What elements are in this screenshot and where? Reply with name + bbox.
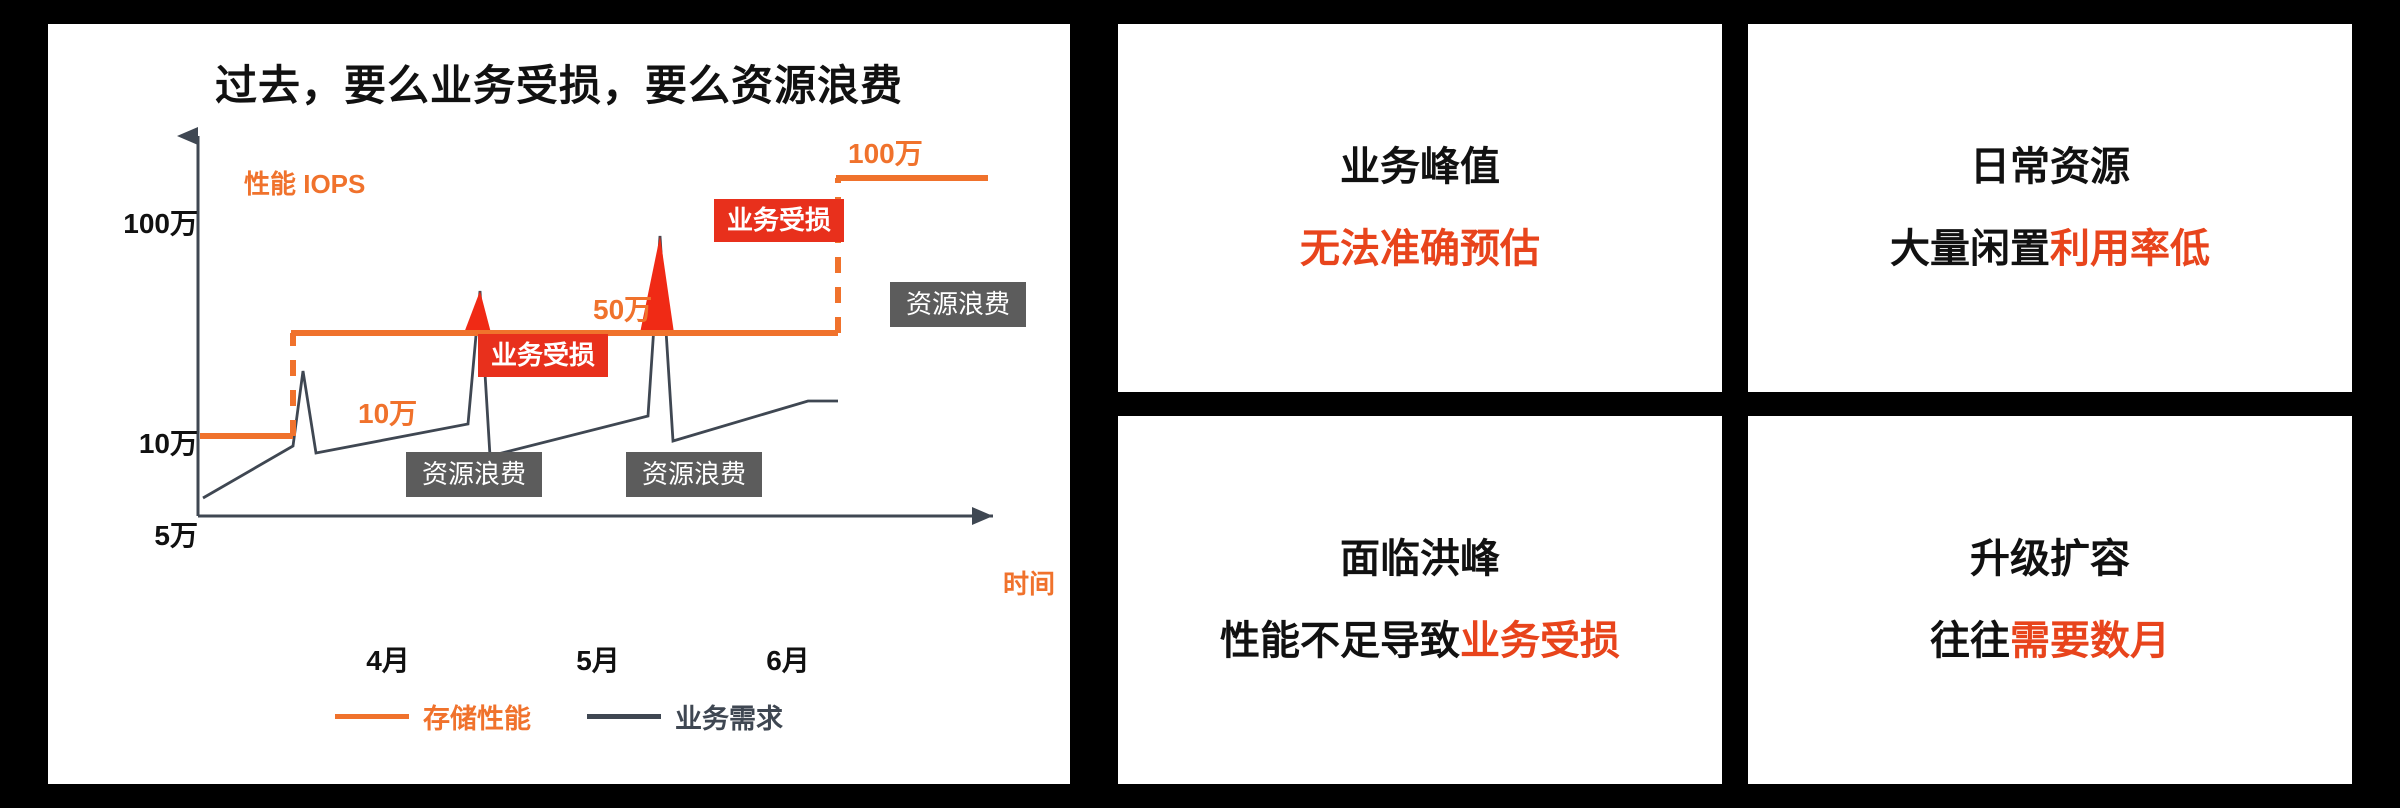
chart-plot-area	[48, 116, 1070, 676]
legend-swatch-dark-icon	[587, 714, 661, 719]
value-label-10w: 10万	[358, 398, 418, 429]
card-title-daily-resource: 日常资源	[1970, 145, 2130, 189]
card-body-business-peak: 无法准确预估	[1300, 227, 1540, 271]
card-daily-resource: 日常资源 大量闲置利用率低	[1748, 24, 2352, 392]
legend-swatch-orange-icon	[335, 714, 409, 719]
card-title-business-peak: 业务峰值	[1340, 145, 1500, 189]
card-business-peak: 业务峰值 无法准确预估	[1118, 24, 1722, 392]
legend-label-demand: 业务需求	[675, 704, 783, 734]
value-label-100w: 100万	[848, 138, 923, 169]
value-label-50w: 50万	[593, 294, 653, 325]
x-tick-jun: 6月	[766, 645, 810, 676]
y-tick-5w: 5万	[154, 520, 198, 551]
y-tick-100w: 100万	[123, 208, 198, 239]
chart-legend: 存储性能 业务需求	[48, 697, 1070, 736]
legend-item-storage: 存储性能	[335, 697, 531, 736]
card-body-highlight-peak-flood: 业务受损	[1460, 619, 1620, 663]
card-body-plain-upgrade-expand: 往往	[1930, 619, 2010, 663]
card-body-highlight-daily-resource: 利用率低	[2050, 227, 2210, 271]
card-body-plain-peak-flood: 性能不足导致	[1220, 619, 1460, 663]
loss-area-2	[640, 236, 674, 333]
chart-panel: 过去，要么业务受损，要么资源浪费	[48, 24, 1070, 784]
legend-item-demand: 业务需求	[587, 697, 783, 736]
card-body-plain-daily-resource: 大量闲置	[1890, 227, 2050, 271]
card-body-upgrade-expand: 往往需要数月	[1930, 617, 2170, 665]
y-tick-10w: 10万	[138, 428, 198, 459]
card-title-peak-flood: 面临洪峰	[1340, 537, 1500, 581]
chart-svg	[177, 127, 993, 525]
card-body-peak-flood: 性能不足导致业务受损	[1220, 617, 1620, 665]
card-body-daily-resource: 大量闲置利用率低	[1890, 225, 2210, 273]
x-tick-may: 5月	[576, 645, 620, 676]
badge-business-loss-2: 业务受损	[714, 199, 845, 242]
card-upgrade-expand: 升级扩容 往往需要数月	[1748, 416, 2352, 784]
chart-title: 过去，要么业务受损，要么资源浪费	[214, 62, 903, 109]
insight-card-grid: 业务峰值 无法准确预估 日常资源 大量闲置利用率低 面临洪峰 性能不足导致业务受…	[1118, 24, 2352, 784]
card-body-highlight-upgrade-expand: 需要数月	[2010, 619, 2170, 663]
badge-resource-waste-2: 资源浪费	[626, 452, 763, 497]
loss-area-1	[464, 291, 491, 333]
badge-resource-waste-1: 资源浪费	[406, 452, 543, 497]
badge-business-loss-1: 业务受损	[478, 334, 609, 377]
badge-resource-waste-3: 资源浪费	[890, 282, 1027, 327]
x-axis-title: 时间	[1003, 569, 1056, 599]
legend-label-storage: 存储性能	[423, 704, 531, 734]
y-axis-title: 性能 IOPS	[244, 169, 366, 199]
card-peak-flood: 面临洪峰 性能不足导致业务受损	[1118, 416, 1722, 784]
x-tick-apr: 4月	[366, 645, 410, 676]
card-title-upgrade-expand: 升级扩容	[1970, 537, 2130, 581]
